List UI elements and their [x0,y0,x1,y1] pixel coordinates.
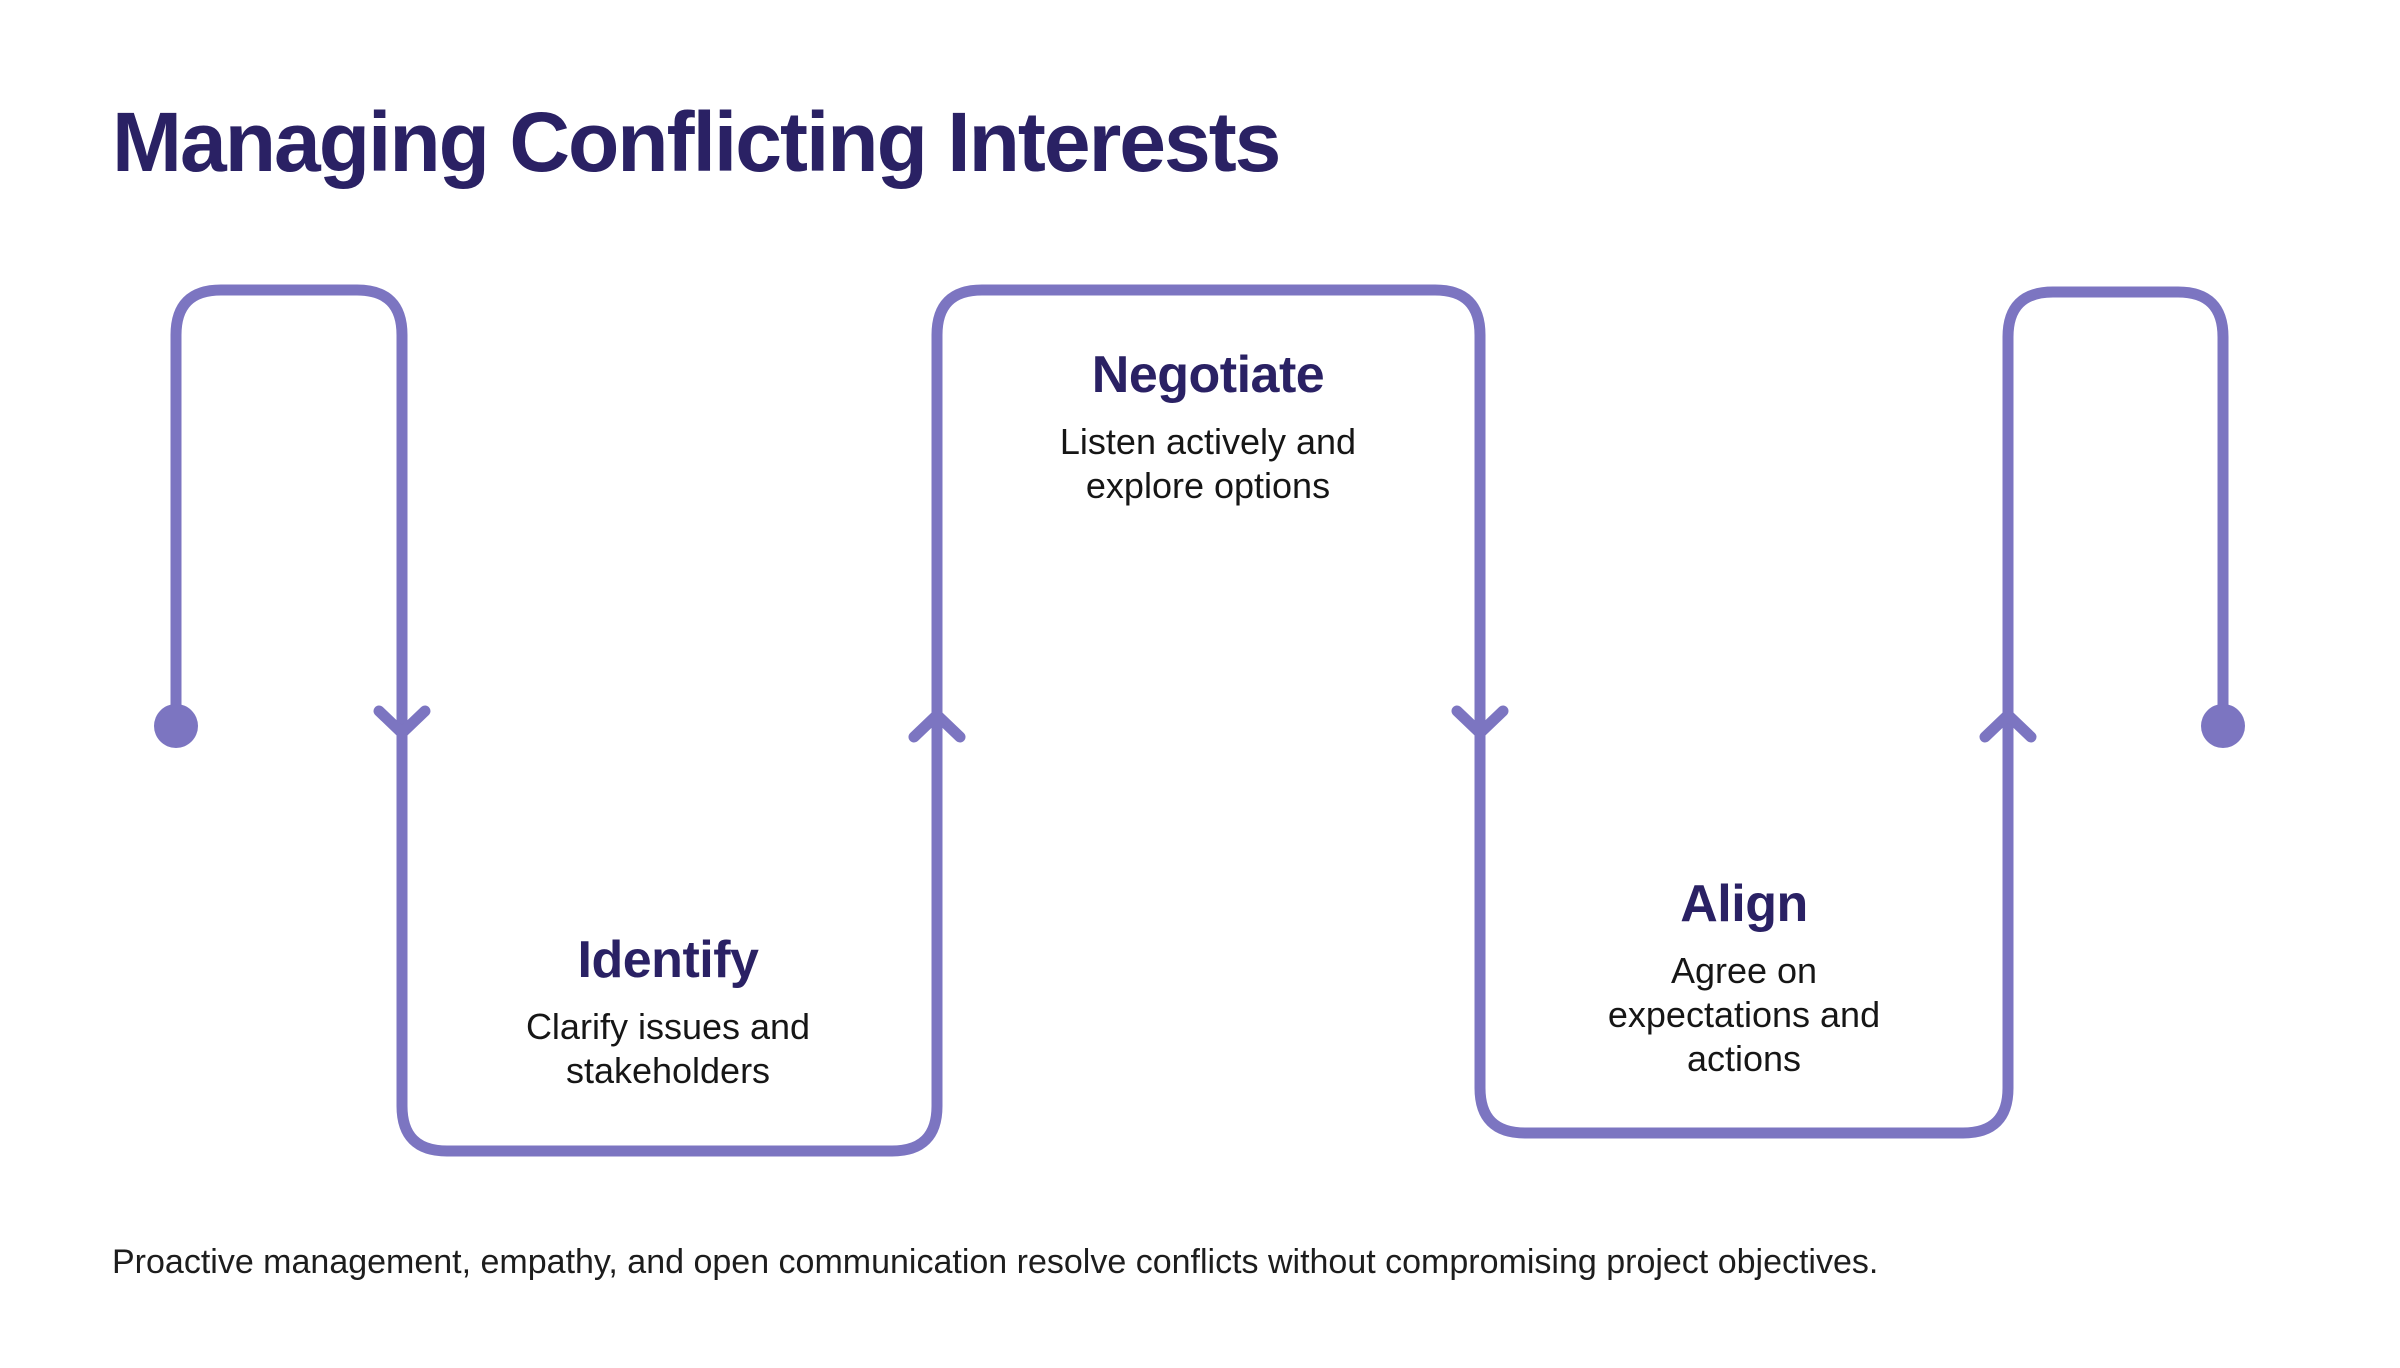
arrow-up-icon [1979,709,2037,743]
start-dot [154,704,198,748]
arrow-down-icon [1451,705,1509,739]
footnote: Proactive management, empathy, and open … [112,1243,1879,1281]
step-negotiate: Negotiate Listen actively and explore op… [938,343,1478,508]
arrow-up-icon [908,709,966,743]
step-align: Align Agree on expectations and actions [1474,872,2014,1081]
page-title: Managing Conflicting Interests [112,95,1281,189]
arrow-down-icon [373,705,431,739]
step-identify: Identify Clarify issues and stakeholders [398,928,938,1093]
step-title-align: Align [1680,875,1808,933]
step-description-identify: Clarify issues and stakeholders [525,1006,811,1091]
step-title-identify: Identify [577,931,759,989]
step-description-align: Agree on expectations and actions [1607,950,1881,1079]
step-title-negotiate: Negotiate [1091,346,1325,404]
end-dot [2201,704,2245,748]
step-description-negotiate: Listen actively and explore options [1059,421,1357,506]
flow-path [170,284,2229,1157]
